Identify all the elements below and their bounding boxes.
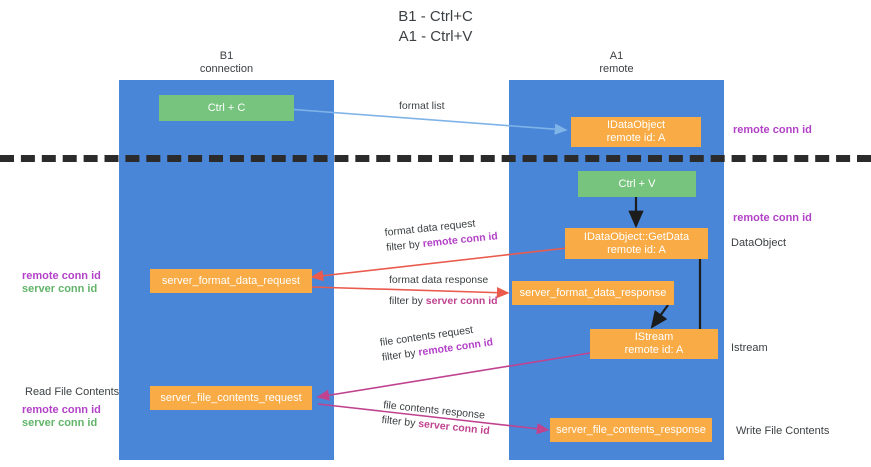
node-ctrl-v[interactable]: Ctrl + V (578, 171, 696, 197)
highlight-server-conn-id: server conn id (425, 295, 498, 307)
caption-left-server-conn-id-bottom: server conn id (22, 417, 98, 429)
edge-label-file-contents-response: file contents response filter by server … (381, 398, 492, 439)
caption-read-file-contents: Read File Contents (25, 386, 120, 398)
node-server-format-data-response[interactable]: server_format_data_response (512, 281, 674, 305)
caption-left-remote-conn-id-mid: remote conn id (22, 270, 101, 282)
filter-prefix: filter by (381, 346, 420, 364)
caption-left-server-conn-id-mid: server conn id (22, 283, 98, 295)
section-divider (0, 155, 871, 162)
caption-dataobject: DataObject (731, 237, 787, 249)
edge-label-format-data-response: format data response filter by server co… (389, 273, 498, 309)
caption-left-remote-conn-id-bottom: remote conn id (22, 404, 101, 416)
node-ctrl-c[interactable]: Ctrl + C (159, 95, 294, 121)
node-server-format-data-request[interactable]: server_format_data_request (150, 269, 312, 293)
edge-label-file-contents-request: file contents request filter by remote c… (379, 320, 494, 365)
node-idataobject-getdata[interactable]: IDataObject::GetData remote id: A (565, 228, 708, 259)
edge-label-format-data-response-line1: format data response (389, 274, 489, 286)
node-server-file-contents-response[interactable]: server_file_contents_response (550, 418, 712, 442)
node-idataobject[interactable]: IDataObject remote id: A (571, 117, 701, 147)
edge-label-format-data-response-line2: filter by server conn id (389, 294, 498, 309)
column-header-b1: B1 connection (199, 50, 254, 75)
page-title: B1 - Ctrl+C A1 - Ctrl+V (398, 8, 473, 45)
edge-label-format-data-request: format data request filter by remote con… (384, 214, 499, 256)
caption-write-file-contents: Write File Contents (736, 425, 830, 437)
filter-prefix: filter by (389, 295, 426, 307)
node-istream[interactable]: IStream remote id: A (590, 329, 718, 359)
column-header-a1: A1 remote (599, 50, 634, 75)
filter-prefix: filter by (385, 238, 424, 254)
caption-remote-conn-id-top: remote conn id (733, 124, 812, 136)
caption-istream: Istream (731, 342, 768, 354)
edge-label-format-list: format list (399, 99, 445, 114)
caption-remote-conn-id-mid: remote conn id (733, 212, 812, 224)
filter-prefix: filter by (381, 413, 419, 430)
node-server-file-contents-request[interactable]: server_file_contents_request (150, 386, 312, 410)
edge-label-format-list-text: format list (399, 100, 445, 112)
